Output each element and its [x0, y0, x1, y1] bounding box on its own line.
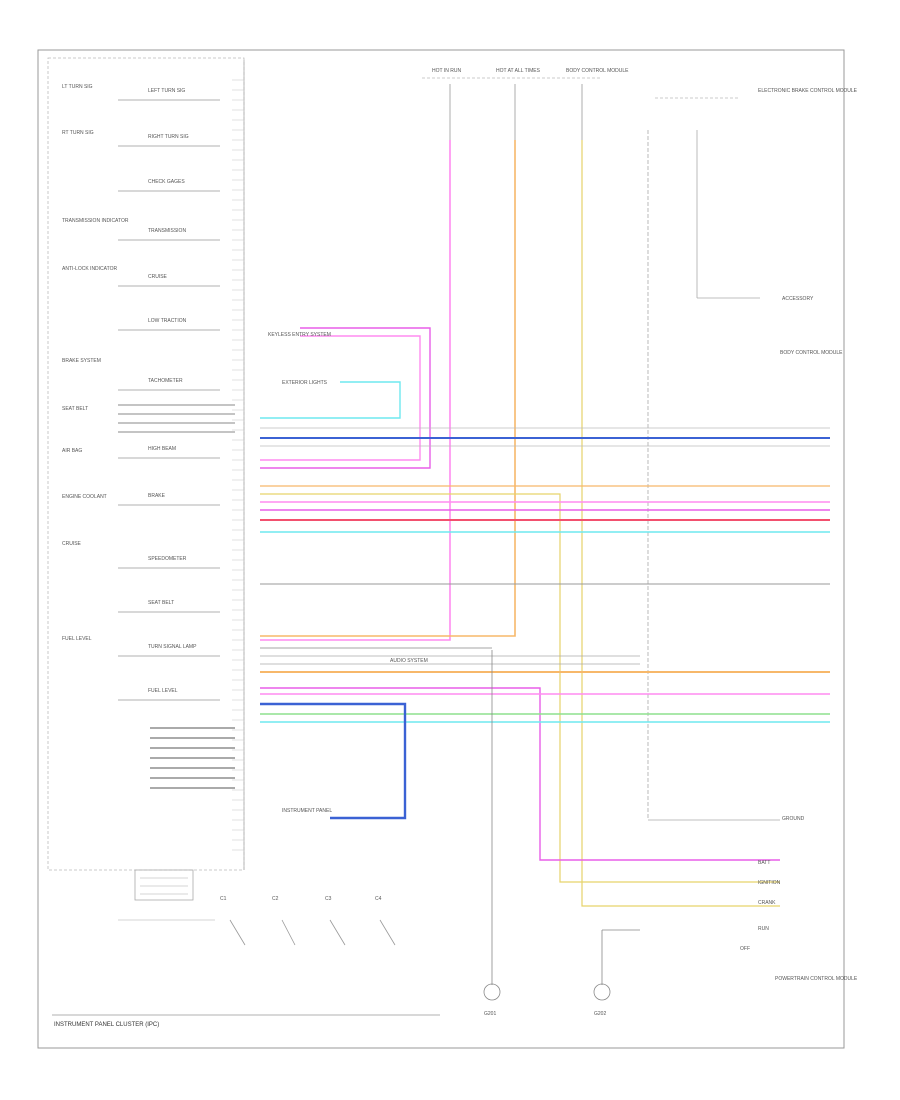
left-label: SEAT BELT [62, 406, 88, 412]
pin-ticks [232, 79, 244, 851]
diagram-title: INSTRUMENT PANEL CLUSTER (IPC) [54, 1022, 159, 1028]
left-label: BRAKE SYSTEM [62, 358, 101, 364]
connector-c3: C3 [325, 896, 332, 902]
wire [260, 381, 401, 419]
cluster-item-label: BRAKE [148, 493, 166, 499]
right-label-ignition: IGNITION [758, 880, 781, 886]
module-keyless: KEYLESS ENTRY SYSTEM [268, 332, 331, 338]
cluster-item-label: TURN SIGNAL LAMP [148, 644, 197, 650]
wire [260, 702, 407, 820]
cluster-item-label: HIGH BEAM [148, 446, 176, 452]
module-pcm: POWERTRAIN CONTROL MODULE [775, 976, 858, 982]
cluster-item-label: LEFT TURN SIG [148, 88, 185, 94]
diagram-border [37, 49, 845, 1049]
wire [260, 140, 516, 637]
cluster-item-label: TRANSMISSION [148, 228, 186, 234]
cluster-item-label: SPEEDOMETER [148, 556, 187, 562]
top-label-2: HOT AT ALL TIMES [496, 68, 541, 74]
left-labels: LT TURN SIG RT TURN SIG TRANSMISSION INDIC… [62, 84, 235, 789]
module-audio: AUDIO SYSTEM [390, 658, 428, 664]
connector-c1: C1 [220, 896, 227, 902]
cluster-item-label: CHECK GAGES [148, 179, 185, 185]
module-bcm-right: BODY CONTROL MODULE [780, 350, 843, 356]
wire [260, 335, 421, 461]
top-label-1: HOT IN RUN [432, 68, 461, 74]
left-label: ANTI-LOCK INDICATOR [62, 266, 117, 272]
top-label-3: BODY CONTROL MODULE [566, 68, 629, 74]
right-label-off: OFF [740, 946, 750, 952]
ground-g202: G202 [594, 1011, 606, 1017]
module-exterior: EXTERIOR LIGHTS [282, 380, 328, 386]
left-label: CRUISE [62, 541, 82, 547]
left-label: RT TURN SIG [62, 130, 94, 136]
cluster-item-label: CRUISE [148, 274, 168, 280]
left-label: FUEL LEVEL [62, 636, 92, 642]
ground-g201: G201 [484, 1011, 496, 1017]
cluster-item-label: TACHOMETER [148, 378, 183, 384]
module-instrument: INSTRUMENT PANEL [282, 808, 332, 814]
grounds: G201 G202 [483, 650, 640, 1017]
right-label-ground: GROUND [782, 816, 805, 822]
left-label: AIR BAG [62, 448, 82, 454]
right-label-crank: CRANK [758, 900, 776, 906]
wire [260, 327, 431, 469]
right-label-batt: BATT [758, 860, 770, 866]
cluster-item-label: FUEL LEVEL [148, 688, 178, 694]
left-label: ENGINE COOLANT [62, 494, 107, 500]
right-label-run: RUN [758, 926, 769, 932]
left-label: LT TURN SIG [62, 84, 93, 90]
wire [581, 140, 780, 907]
cluster-item-label: SEAT BELT [148, 600, 174, 606]
wire [260, 140, 451, 641]
top-label-4: ELECTRONIC BRAKE CONTROL MODULE [758, 88, 858, 94]
cluster-item-label: LOW TRACTION [148, 318, 187, 324]
connector-c4: C4 [375, 896, 382, 902]
left-label: TRANSMISSION INDICATOR [62, 218, 129, 224]
wire [260, 493, 780, 883]
bottom-switches: C1 C2 C3 C4 [118, 869, 396, 946]
right-label-accessory: ACCESSORY [782, 296, 814, 302]
wires [260, 140, 830, 907]
cluster-item-label: RIGHT TURN SIG [148, 134, 189, 140]
cluster-items: LEFT TURN SIG RIGHT TURN SIG CHECK GAGES TR… [118, 88, 220, 701]
top-supply: HOT IN RUN HOT AT ALL TIMES BODY CONTROL… [422, 68, 858, 820]
wire [260, 687, 780, 861]
connector-c2: C2 [272, 896, 279, 902]
